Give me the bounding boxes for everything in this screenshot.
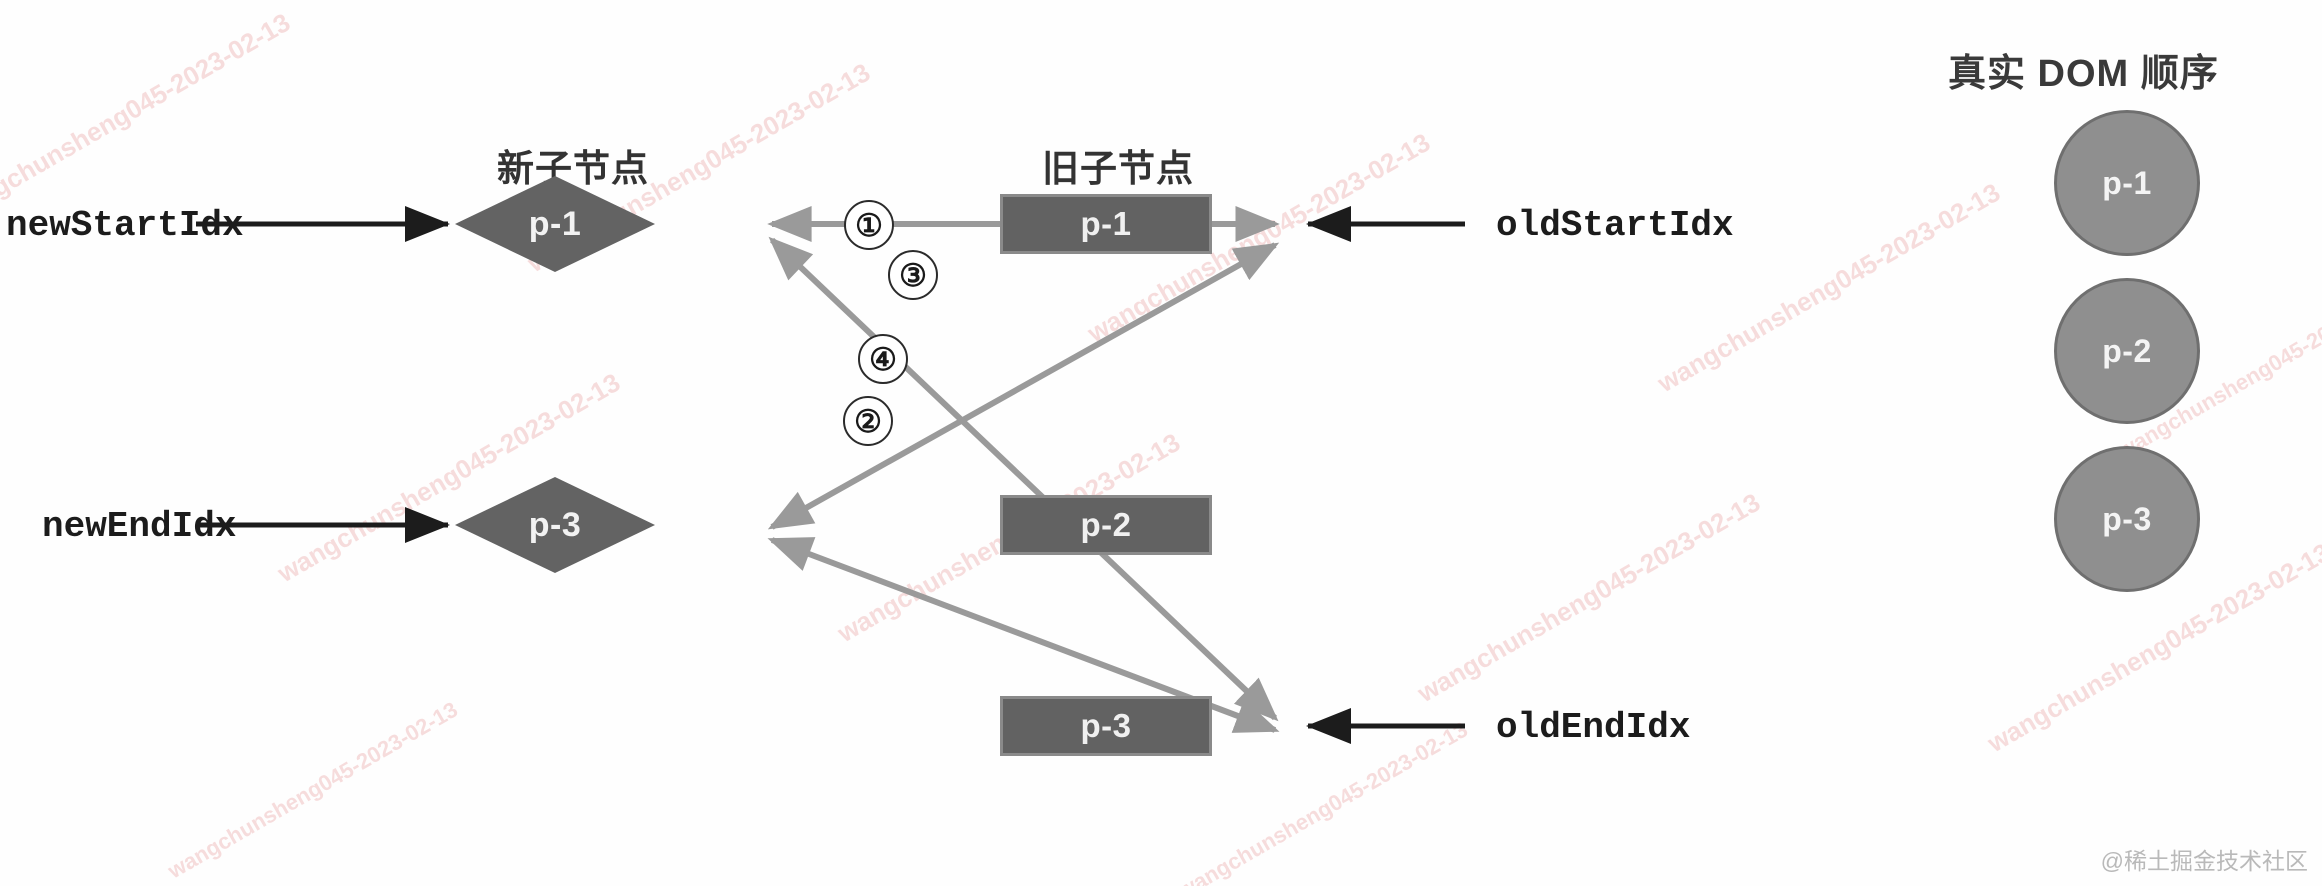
new-child-label: p-3	[528, 505, 582, 544]
old-child-label: p-2	[1080, 506, 1132, 543]
real-dom-node[interactable]: p-3	[2054, 446, 2200, 592]
old-child-label: p-1	[1080, 205, 1132, 242]
old-child-node[interactable]: p-3	[1000, 696, 1212, 756]
watermark-text: wangchunsheng045-2023-02-13	[1412, 486, 1766, 709]
real-dom-label: p-1	[2102, 164, 2152, 201]
label-old-end-idx: oldEndIdx	[1496, 707, 1691, 748]
real-dom-label: p-2	[2102, 332, 2152, 369]
step-marker-3: ③	[888, 250, 938, 300]
watermark-text: wangchunsheng045-2023-02-13	[1173, 716, 1472, 886]
real-dom-label: p-3	[2102, 500, 2152, 537]
old-child-node[interactable]: p-1	[1000, 194, 1212, 254]
watermark-text: wangchunsheng045-2023-02-13	[0, 6, 296, 229]
step-marker-2: ②	[843, 396, 893, 446]
watermark-text: wangchunsheng045-2023-02-13	[163, 696, 462, 884]
old-child-label: p-3	[1080, 707, 1132, 744]
credit-watermark: @稀土掘金技术社区	[2100, 848, 2308, 874]
label-new-start-idx: newStartIdx	[6, 205, 244, 246]
header-old-children: 旧子节点	[1042, 148, 1194, 189]
header-real-dom-order: 真实 DOM 顺序	[1948, 53, 2219, 95]
new-child-node[interactable]: p-3	[455, 477, 655, 573]
compare-arrow-3	[767, 242, 1280, 530]
label-new-end-idx: newEndIdx	[42, 506, 237, 547]
real-dom-node[interactable]: p-2	[2054, 278, 2200, 424]
old-child-node[interactable]: p-2	[1000, 495, 1212, 555]
compare-arrow-4	[768, 236, 1279, 722]
step-marker-1: ①	[844, 200, 894, 250]
label-old-start-idx: oldStartIdx	[1496, 205, 1734, 246]
step-marker-4: ④	[858, 334, 908, 384]
header-new-children: 新子节点	[497, 148, 649, 189]
new-child-label: p-1	[528, 204, 582, 243]
real-dom-node[interactable]: p-1	[2054, 110, 2200, 256]
